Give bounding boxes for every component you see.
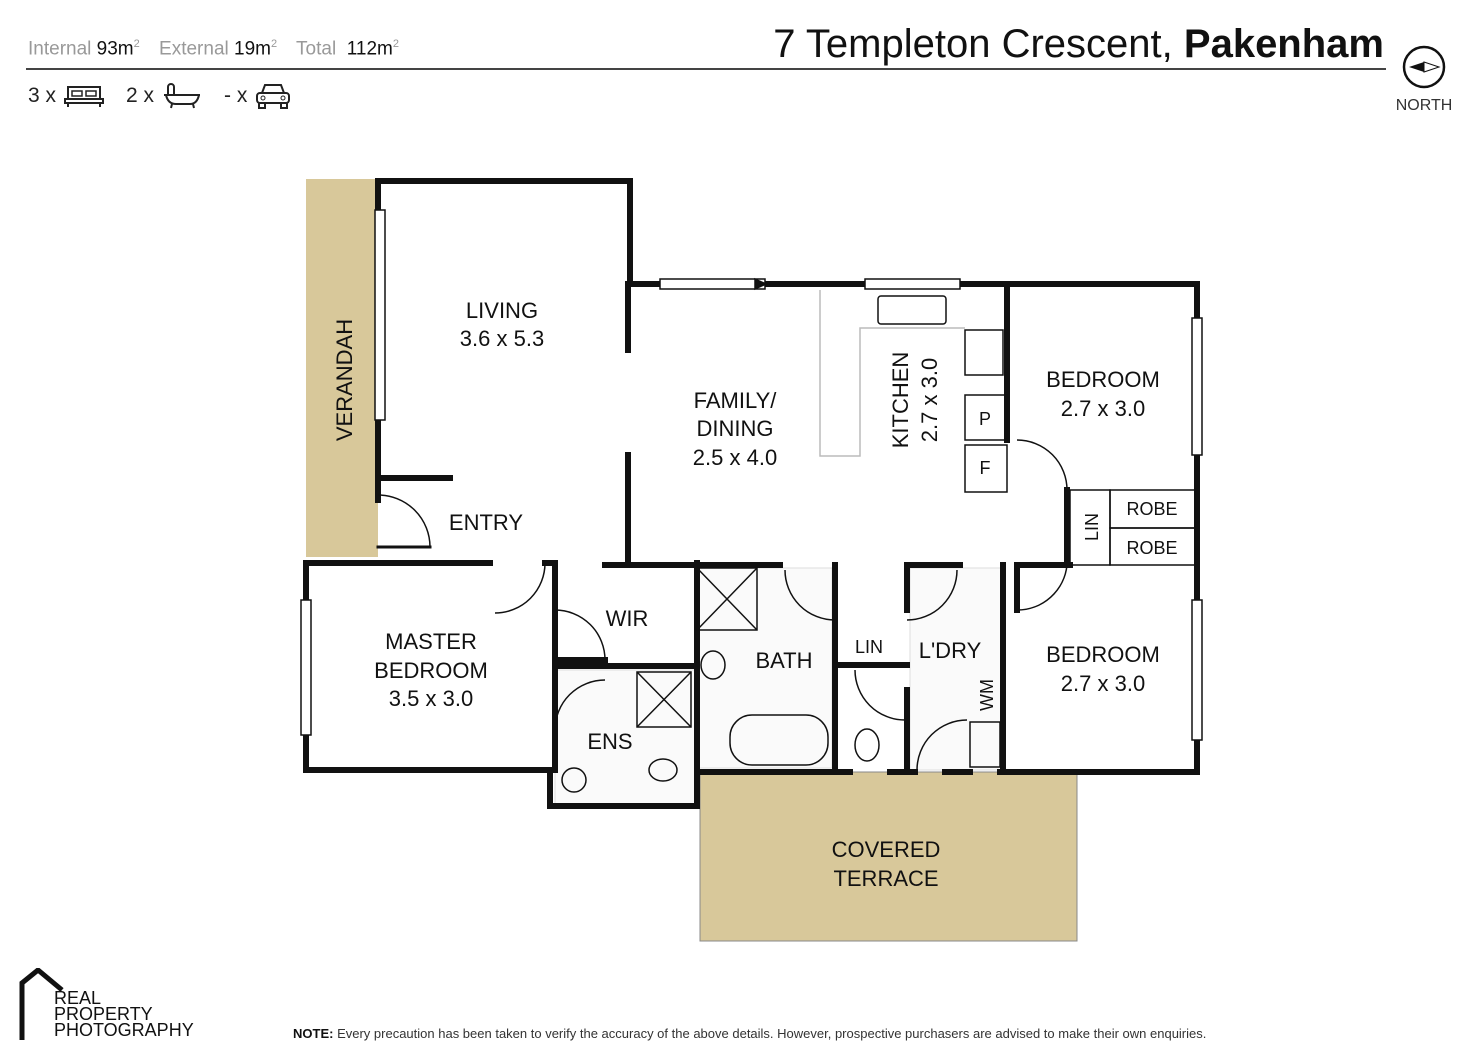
logo-line: REAL bbox=[54, 988, 102, 1008]
feature-counts: 3 x 2 x - x bbox=[28, 82, 305, 110]
ens-label: ENS bbox=[587, 729, 632, 754]
master-label: MASTER bbox=[385, 629, 477, 654]
entry-label: ENTRY bbox=[449, 510, 523, 535]
verandah-label: VERANDAH bbox=[332, 319, 357, 441]
logo-line: PHOTOGRAPHY bbox=[54, 1020, 194, 1040]
header-divider bbox=[26, 68, 1386, 70]
wir-label: WIR bbox=[606, 606, 649, 631]
car-count: - x bbox=[224, 84, 248, 107]
bed-icon bbox=[64, 86, 105, 107]
lin-label-2: LIN bbox=[1082, 513, 1102, 541]
property-title: 7 Templeton Crescent, Pakenham bbox=[773, 22, 1384, 67]
verandah-area bbox=[306, 179, 378, 557]
living-label: LIVING bbox=[466, 298, 538, 323]
bedroom-count: 3 x bbox=[28, 84, 57, 107]
master-size: 3.5 x 3.0 bbox=[389, 686, 473, 711]
living-size: 3.6 x 5.3 bbox=[460, 326, 544, 351]
windows bbox=[300, 209, 1203, 741]
pantry-label: P bbox=[979, 409, 991, 429]
terrace-label-2: TERRACE bbox=[833, 866, 938, 891]
sq: 2 bbox=[270, 38, 278, 50]
family-size: 2.5 x 4.0 bbox=[693, 445, 777, 470]
lin-label: LIN bbox=[855, 637, 883, 657]
robe-label-2: ROBE bbox=[1126, 538, 1177, 558]
fridge-label: F bbox=[980, 458, 991, 478]
internal-label: Internal bbox=[28, 38, 92, 60]
master-label-2: BEDROOM bbox=[374, 658, 488, 683]
note-label: NOTE: bbox=[293, 1026, 334, 1041]
dining-label: DINING bbox=[697, 416, 774, 441]
bathroom-count: 2 x bbox=[126, 84, 155, 107]
terrace-label: COVERED bbox=[832, 837, 941, 862]
total-label: Total bbox=[296, 38, 337, 60]
company-logo-text: REAL PROPERTY PHOTOGRAPHY bbox=[54, 988, 194, 1040]
disclaimer-note: NOTE: Every precaution has been taken to… bbox=[293, 1026, 1206, 1041]
robe-label: ROBE bbox=[1126, 499, 1177, 519]
family-label: FAMILY/ bbox=[694, 388, 778, 413]
bedroom-1-size: 2.7 x 3.0 bbox=[1061, 396, 1145, 421]
external-label: External bbox=[159, 38, 229, 60]
kitchen-size: 2.7 x 3.0 bbox=[917, 358, 942, 442]
compass-icon bbox=[1402, 45, 1446, 89]
wm-label: WM bbox=[977, 679, 997, 711]
internal-value: 93m bbox=[96, 38, 134, 60]
logo-line: PROPERTY bbox=[54, 1004, 153, 1024]
north-label: NORTH bbox=[1395, 97, 1453, 114]
bath-icon bbox=[164, 83, 201, 109]
bedroom-2-size: 2.7 x 3.0 bbox=[1061, 671, 1145, 696]
north-indicator: NORTH bbox=[1393, 44, 1455, 115]
bedroom-2-label: BEDROOM bbox=[1046, 642, 1160, 667]
suburb: Pakenham bbox=[1183, 22, 1384, 66]
fixtures bbox=[377, 290, 1196, 793]
total-value: 112m bbox=[346, 38, 393, 60]
bath-label: BATH bbox=[755, 648, 812, 673]
walls bbox=[303, 178, 1200, 809]
note-text: Every precaution has been taken to verif… bbox=[333, 1026, 1207, 1041]
bedroom-1-label: BEDROOM bbox=[1046, 367, 1160, 392]
address: 7 Templeton Crescent, bbox=[773, 22, 1173, 66]
covered-terrace-area bbox=[699, 771, 1078, 942]
external-value: 19m bbox=[234, 38, 271, 60]
kitchen-label: KITCHEN bbox=[888, 352, 913, 449]
laundry-label: L'DRY bbox=[919, 638, 982, 663]
car-icon bbox=[256, 84, 291, 109]
area-summary: Internal 93m2 External 19m2 Total 112m2 bbox=[28, 38, 399, 60]
sq: 2 bbox=[392, 38, 399, 50]
tile-pattern bbox=[554, 567, 1006, 806]
company-logo-icon bbox=[19, 968, 64, 1040]
sq: 2 bbox=[133, 38, 140, 50]
